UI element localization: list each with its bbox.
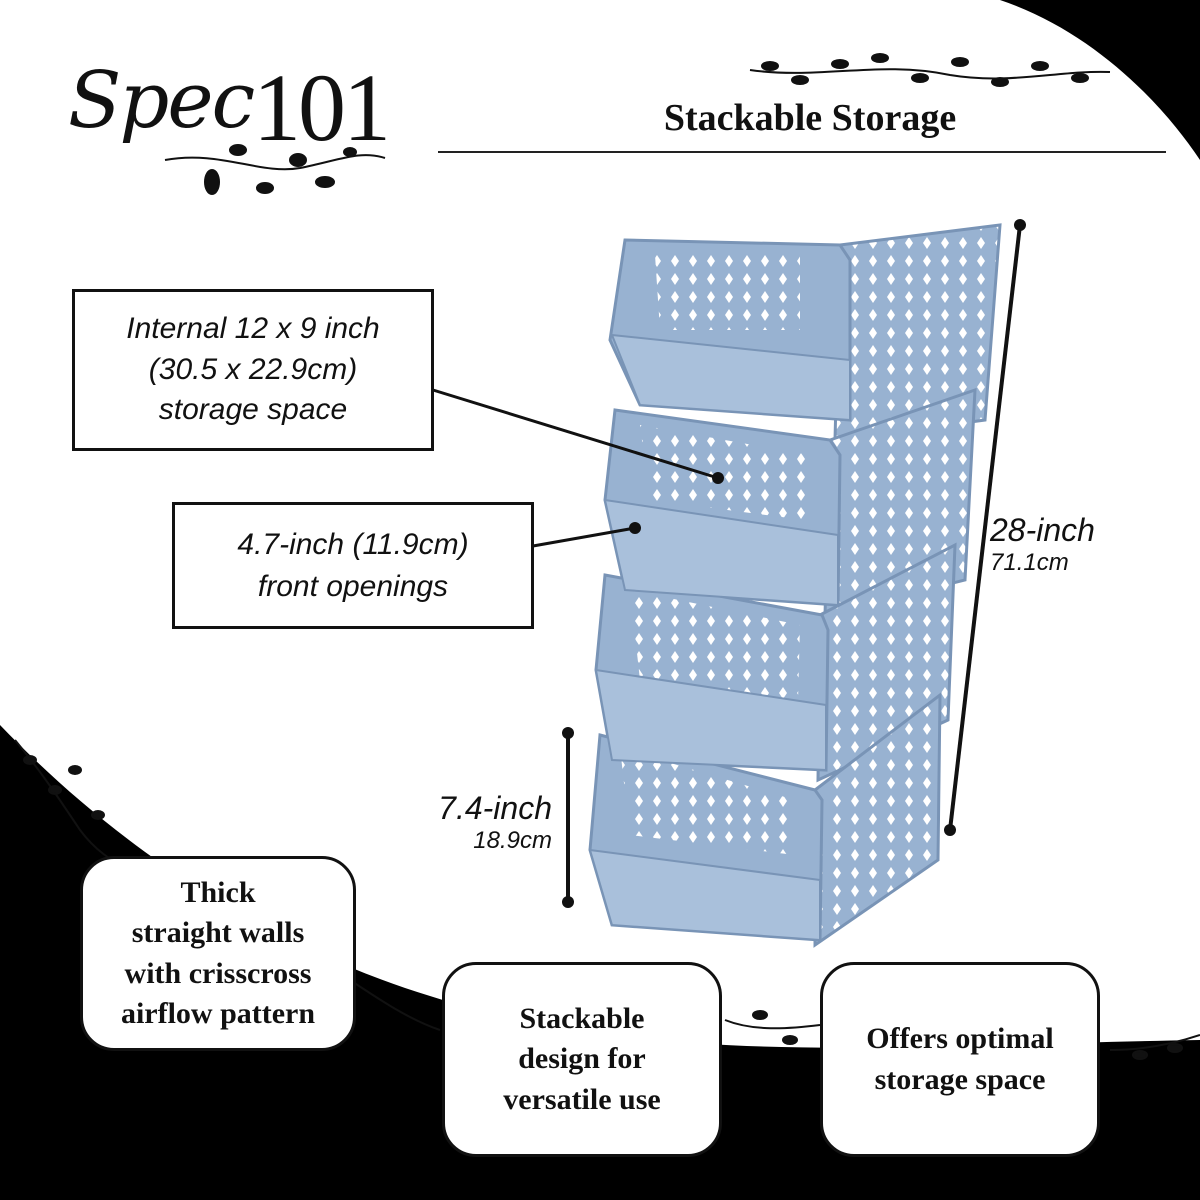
top-right-black-curve (1000, 0, 1200, 160)
feature-walls-line-3: with crisscross (124, 956, 312, 990)
total-height-label: 28-inch 71.1cm (990, 512, 1095, 577)
feature-walls-line-1: Thick (180, 875, 256, 909)
internal-line-3: storage space (158, 393, 348, 427)
bin-height-metric: 18.9cm (473, 827, 552, 854)
bin-height-imperial: 7.4-inch (438, 790, 552, 826)
internal-line-1: Internal 12 x 9 inch (126, 311, 380, 345)
feature-walls-line-2: straight walls (131, 916, 305, 949)
feature-stackable-line-2: design for (518, 1042, 646, 1076)
total-height-dimension-line (948, 224, 1022, 831)
opening-line-2: front openings (257, 569, 449, 603)
feature-stackable-line-3: versatile use (503, 1082, 661, 1116)
total-height-metric: 71.1cm (990, 549, 1069, 576)
logo-vine-decoration (164, 144, 386, 195)
feature-storage-line-1: Offers optimal (866, 1022, 1054, 1055)
page-title: Stackable Storage (663, 97, 957, 139)
title-divider (438, 151, 1166, 153)
opening-line-1: 4.7-inch (11.9cm) (237, 527, 469, 561)
left-vine-decoration (14, 739, 131, 871)
opening-pointer-line (532, 526, 636, 548)
feature-stackable-line-1: Stackable (519, 1001, 645, 1035)
feature-card-stackable: Stackable design for versatile use (442, 962, 722, 1157)
logo-script-text: Spec (68, 56, 255, 146)
front-opening-callout: 4.7-inch (11.9cm) front openings (172, 502, 534, 629)
internal-space-callout: Internal 12 x 9 inch (30.5 x 22.9cm) sto… (72, 289, 434, 451)
feature-card-walls: Thick straight walls with crisscross air… (80, 856, 356, 1051)
feature-storage-line-2: storage space (874, 1062, 1046, 1096)
feature-card-storage: Offers optimal storage space (820, 962, 1100, 1157)
stacked-bins-illustration (588, 223, 1002, 948)
feature-walls-line-4: airflow pattern (120, 997, 316, 1030)
bottom-vine-decoration (349, 979, 1200, 1060)
total-height-imperial: 28-inch (990, 512, 1095, 548)
bin-height-label: 7.4-inch 18.9cm (432, 790, 552, 855)
top-vine-decoration (749, 53, 1111, 87)
internal-pointer-line (432, 388, 719, 480)
internal-line-2: (30.5 x 22.9cm) (148, 352, 358, 386)
brand-logo: Spec 101 (68, 48, 398, 208)
logo-number-text: 101 (253, 54, 391, 161)
